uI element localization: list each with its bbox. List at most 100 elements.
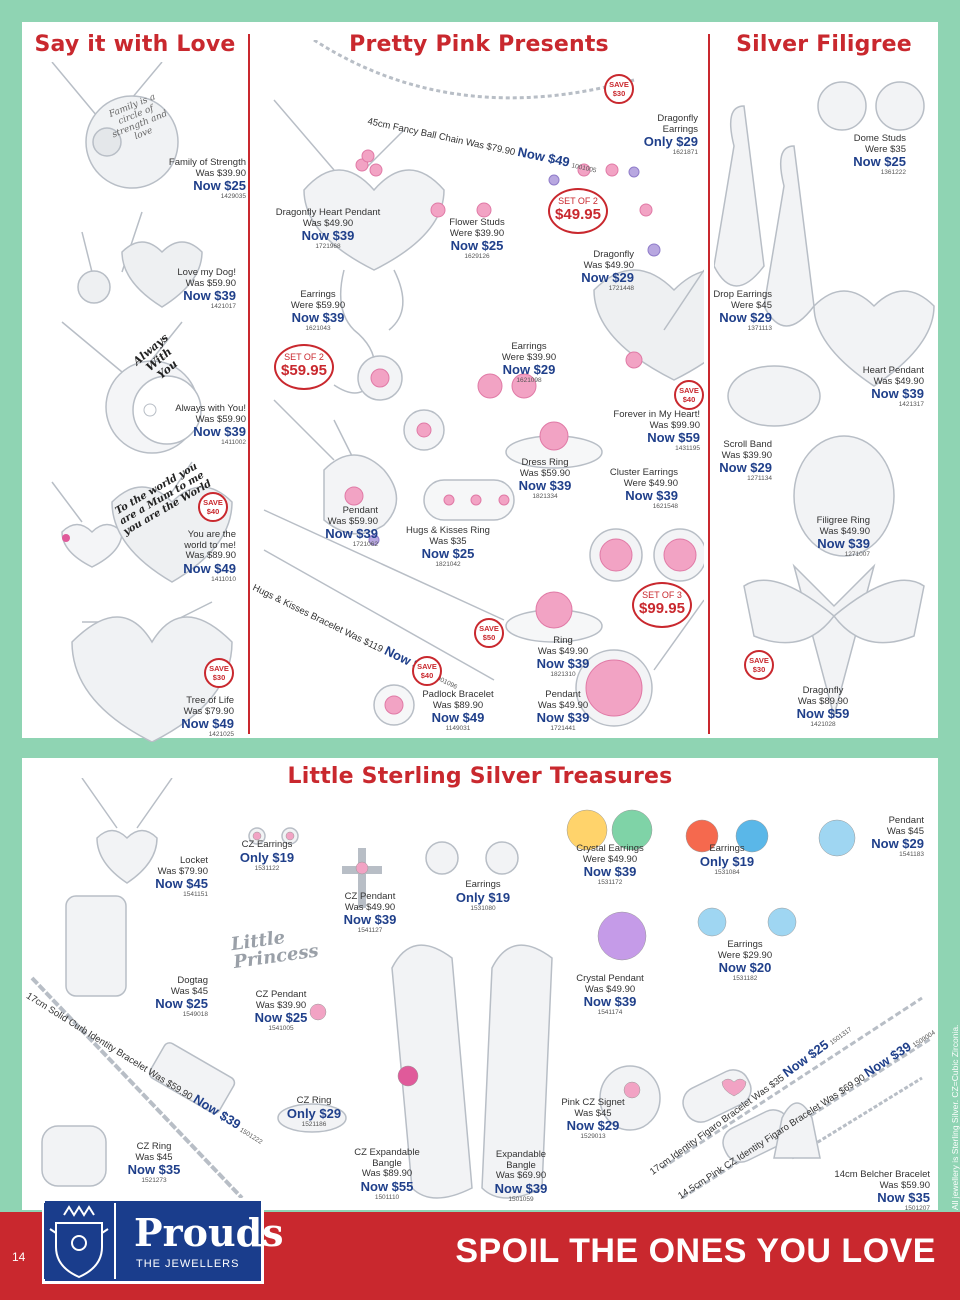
product-love-my-dog[interactable]: Love my Dog! Was $59.90 Now $39 1421017 [177, 267, 236, 311]
product-code: 1541005 [268, 1025, 294, 1032]
product-pink-cz-signet[interactable]: Pink CZ Signet Was $45 Now $29 1529013 [548, 1097, 638, 1141]
product-name: Expandable [495, 1149, 547, 1160]
product-was-price: Were $29.90 [717, 949, 773, 961]
save-badge: SAVE $30 [744, 650, 774, 680]
product-now-price: Now $25 [155, 996, 208, 1011]
product-code: 1629126 [464, 253, 490, 260]
product-now-price: Now $39 [871, 386, 924, 401]
product-earrings-3990[interactable]: Earrings Were $39.90 Now $29 1621098 [486, 341, 572, 385]
product-name: Family of Strength [168, 157, 246, 168]
product-earrings-5990[interactable]: Earrings Were $59.90 Now $39 1621043 [278, 289, 358, 333]
product-name: Dragonfly [802, 685, 844, 696]
product-world-to-me[interactable]: You are the world to me! Was $89.90 Now … [183, 529, 236, 584]
product-cz-earrings[interactable]: CZ Earrings Only $19 1531122 [222, 839, 312, 873]
brand-subtitle: THE JEWELLERS [136, 1258, 240, 1270]
product-name-line2: Earrings [662, 123, 698, 135]
product-crystal-pendant[interactable]: Crystal Pendant Was $49.90 Now $39 15411… [562, 973, 658, 1017]
product-filigree-ring[interactable]: Filigree Ring Was $49.90 Now $39 1271007 [816, 515, 870, 559]
product-name: Heart Pendant [862, 365, 924, 376]
product-padlock-bracelet[interactable]: Padlock Bracelet Was $89.90 Now $49 1149… [408, 689, 508, 733]
product-dragonfly-filigree[interactable]: Dragonfly Was $89.90 Now $59 1421028 [778, 685, 868, 729]
product-crystal-earrings[interactable]: Crystal Earrings Were $49.90 Now $39 153… [560, 843, 660, 887]
product-now-price: Only $19 [239, 849, 295, 865]
product-heart-pendant[interactable]: Heart Pendant Was $49.90 Now $39 1421317 [862, 365, 924, 409]
product-dome-studs[interactable]: Dome Studs Were $35 Now $25 1361222 [853, 133, 906, 177]
product-flower-studs[interactable]: Flower Studs Were $39.90 Now $25 1629126 [432, 217, 522, 261]
product-was-price: Was $49.90 [302, 217, 354, 229]
product-dragonfly-heart-pendant[interactable]: Dragonfly Heart Pendant Was $49.90 Now $… [258, 207, 398, 251]
product-was-price: Was $79.90 [157, 865, 208, 877]
product-always-with-you[interactable]: Always with You! Was $59.90 Now $39 1411… [175, 403, 246, 447]
product-code: 1821334 [532, 493, 558, 500]
bottom-panel: Little Sterling Silver Treasures [22, 758, 938, 1213]
product-hugs-kisses-ring[interactable]: Hugs & Kisses Ring Was $35 Now $25 18210… [398, 525, 498, 569]
product-unicorn-earrings[interactable]: Earrings Were $29.90 Now $20 1531182 [700, 939, 790, 983]
product-dogtag[interactable]: Dogtag Was $45 Now $25 1549018 [155, 975, 208, 1019]
product-name: Filigree Ring [816, 515, 870, 526]
product-name: Flower Studs [449, 217, 505, 228]
product-was-price: Were $49.90 [623, 477, 678, 489]
product-now-price: Now $49 [183, 560, 236, 576]
product-name: Forever in My Heart! [613, 409, 700, 420]
badge-save-amount: $40 [206, 507, 220, 516]
product-code: 1421028 [810, 721, 836, 728]
product-dragonfly-earrings[interactable]: Dragonfly Earrings Only $29 1621871 [644, 113, 698, 157]
product-paw-earrings[interactable]: Earrings Only $19 1531080 [440, 879, 526, 913]
product-cz-expandable-bangle[interactable]: CZ Expandable Bangle Was $89.90 Now $55 … [342, 1147, 432, 1202]
product-now-price: Now $29 [871, 836, 924, 851]
product-cz-ring-onyx[interactable]: CZ Ring Was $45 Now $35 1521273 [114, 1141, 194, 1185]
product-now-price: Now $29 [719, 310, 772, 325]
product-now-price: Now $39 [583, 994, 637, 1009]
product-drop-earrings[interactable]: Drop Earrings Were $45 Now $29 1371113 [713, 289, 772, 333]
product-locket[interactable]: Locket Was $79.90 Now $45 1541151 [155, 855, 208, 899]
product-ring[interactable]: Ring Was $49.90 Now $39 1821310 [518, 635, 608, 679]
product-forever-in-my-heart[interactable]: Forever in My Heart! Was $99.90 Now $59 … [613, 409, 700, 453]
product-cz-ring-heart[interactable]: CZ Ring Only $29 1521186 [266, 1095, 362, 1129]
product-now-price: Now $39 [291, 310, 345, 325]
product-name: Earrings [727, 939, 763, 950]
product-cluster-earrings[interactable]: Cluster Earrings Were $49.90 Now $39 162… [609, 467, 678, 511]
product-tree-of-life[interactable]: Tree of Life Was $79.90 Now $49 1421025 [181, 695, 234, 739]
set-badge: SET OF 3 $99.95 [632, 582, 692, 628]
product-belcher-bracelet[interactable]: 14cm Belcher Bracelet Was $59.90 Now $35… [834, 1169, 930, 1213]
product-code: 1411002 [221, 439, 246, 446]
product-dragonfly-pendant[interactable]: Dragonfly Was $49.90 Now $29 1721448 [581, 249, 634, 293]
product-pendant-4990[interactable]: Pendant Was $49.90 Now $39 1721441 [520, 689, 606, 733]
product-code: 1531084 [714, 868, 740, 876]
product-name: Pendant [342, 505, 378, 516]
product-unicorn-pendant[interactable]: Pendant Was $45 Now $29 1541183 [871, 815, 924, 859]
product-family-of-strength[interactable]: Family of Strength Was $39.90 Now $25 14… [168, 157, 246, 201]
product-name: Drop Earrings [713, 289, 772, 300]
product-was-price: Was $59.90 [195, 413, 246, 425]
product-dress-ring[interactable]: Dress Ring Was $59.90 Now $39 1821334 [500, 457, 590, 501]
product-cz-pendant-cross[interactable]: CZ Pendant Was $49.90 Now $39 1541127 [322, 891, 418, 935]
product-name: CZ Earrings [241, 839, 293, 850]
top-panel: Say it with Love Pretty Pink Presents Si… [22, 22, 938, 742]
product-name: Love my Dog! [177, 267, 236, 278]
product-was-price: Were $39.90 [501, 351, 557, 363]
product-cz-pendant-princess[interactable]: CZ Pendant Was $39.90 Now $25 1541005 [236, 989, 326, 1033]
product-now-price: Only $29 [286, 1105, 342, 1121]
product-flower-earrings[interactable]: Earrings Only $19 1531084 [682, 843, 772, 877]
product-expandable-bangle[interactable]: Expandable Bangle Was $69.90 Now $39 150… [476, 1149, 566, 1204]
product-scroll-band[interactable]: Scroll Band Was $39.90 Now $29 1271134 [719, 439, 772, 483]
jewellery-illustrations-filigree [714, 81, 935, 719]
product-now-price: Now $59 [796, 706, 850, 721]
product-now-price: Now $35 [877, 1190, 930, 1205]
product-now-price: Now $29 [566, 1118, 620, 1133]
product-code: 1521273 [141, 1177, 167, 1184]
product-name: Earrings [511, 341, 547, 352]
product-was-price: Was $49.90 [873, 375, 924, 387]
product-code: 1361222 [880, 169, 906, 176]
section-title-love: Say it with Love [34, 32, 236, 57]
product-now-price: Now $39 [536, 710, 590, 725]
product-now-price: Now $29 [719, 460, 772, 475]
product-was-price: Were $45 [730, 299, 772, 311]
product-name: Earrings [465, 879, 501, 890]
product-name: Cluster Earrings [609, 467, 678, 478]
product-pendant-5990[interactable]: Pendant Was $59.90 Now $39 1721062 [325, 505, 378, 549]
product-now-price: Now $49 [181, 716, 234, 731]
product-name: Dragonfly Heart Pendant [275, 207, 381, 218]
product-now-price: Now $29 [502, 362, 556, 377]
product-code: 1501207 [904, 1205, 930, 1212]
